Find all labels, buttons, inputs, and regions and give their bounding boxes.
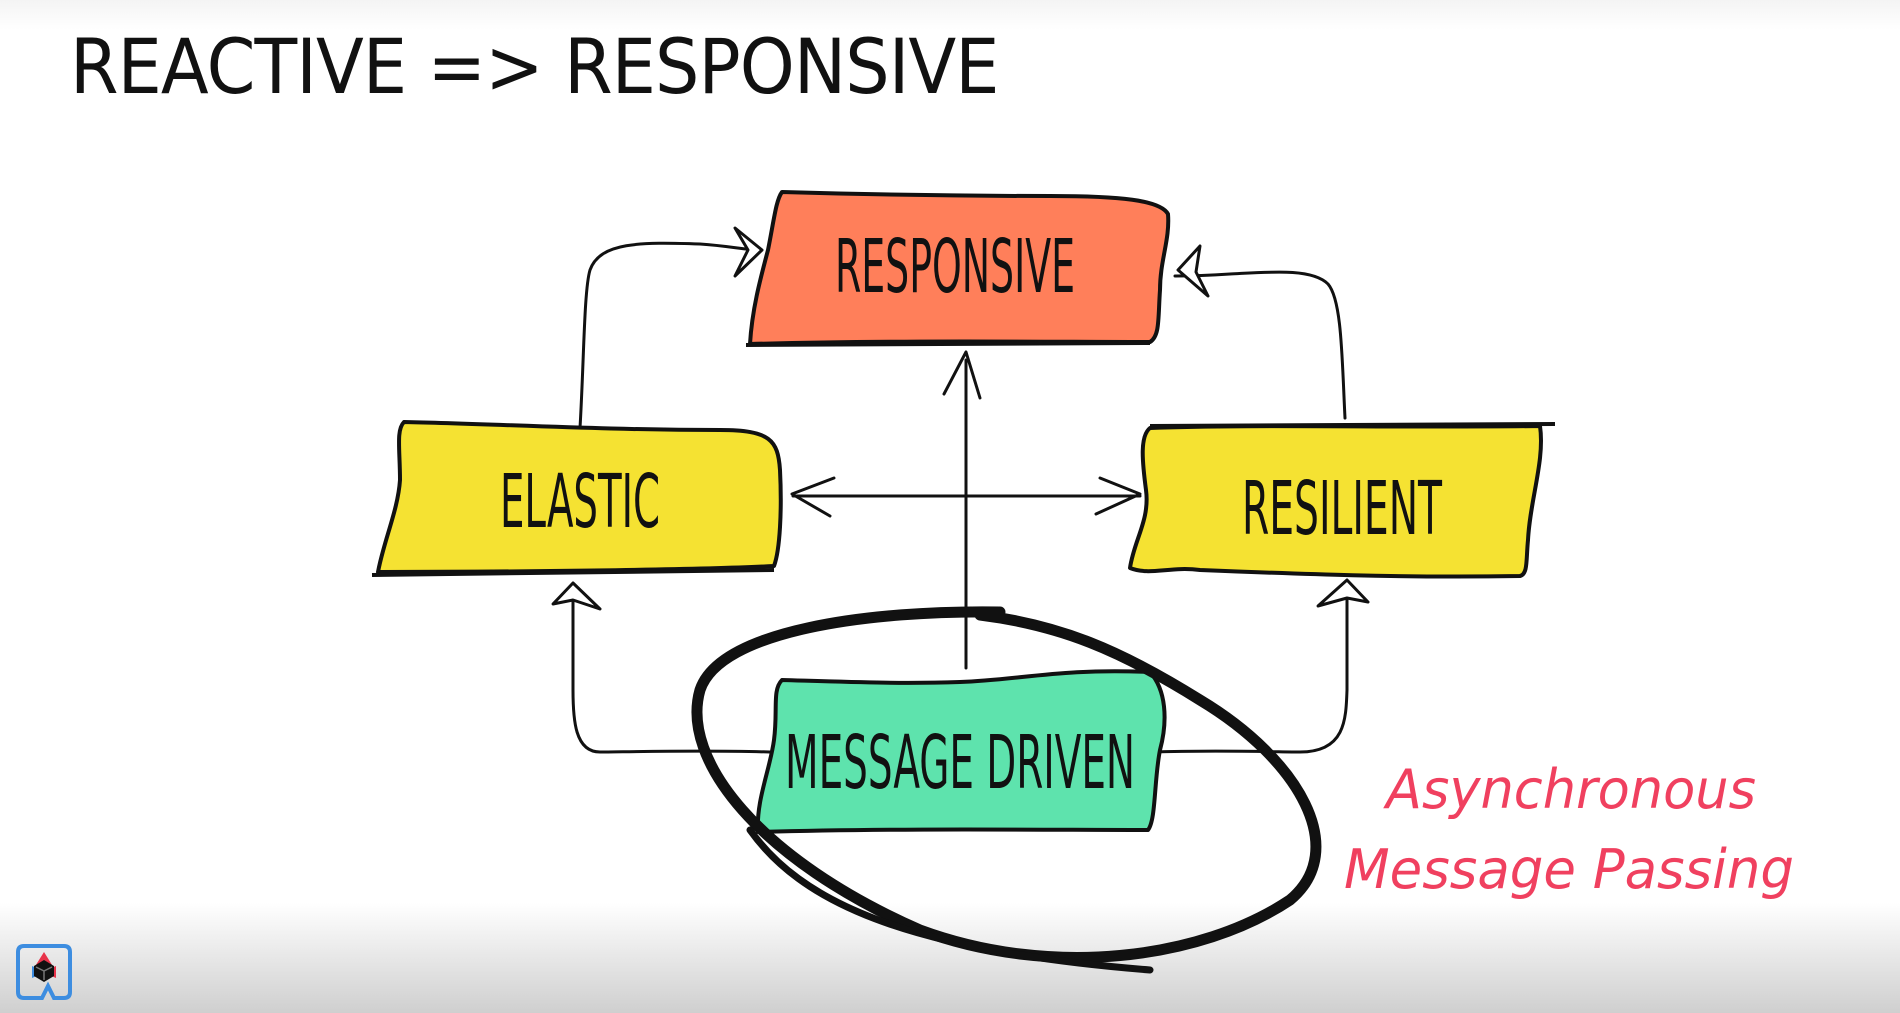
node-elastic-label: ELASTIC bbox=[500, 459, 660, 545]
arrowhead-resilient-responsive bbox=[1176, 244, 1210, 298]
node-responsive: RESPONSIVE bbox=[745, 190, 1171, 347]
annotation: Asynchronous Message Passing bbox=[1344, 758, 1794, 901]
node-message-driven: MESSAGE DRIVEN bbox=[755, 669, 1167, 834]
highlight-circle bbox=[691, 606, 1322, 974]
edge-resilient-responsive bbox=[1173, 270, 1347, 420]
annotation-line2: Message Passing bbox=[1344, 838, 1794, 901]
top-shade bbox=[0, 0, 1900, 30]
edge-message-resilient bbox=[1150, 594, 1349, 754]
arrowhead-message-elastic bbox=[551, 581, 602, 611]
node-message-driven-label: MESSAGE DRIVEN bbox=[785, 720, 1135, 806]
node-elastic: ELASTIC bbox=[371, 420, 783, 577]
arrowhead-message-resilient bbox=[1316, 578, 1370, 608]
node-responsive-label: RESPONSIVE bbox=[835, 224, 1075, 310]
annotation-line1: Asynchronous bbox=[1383, 758, 1756, 821]
node-resilient: RESILIENT bbox=[1128, 422, 1556, 579]
bottom-shade bbox=[0, 903, 1900, 1013]
edge-message-elastic bbox=[571, 598, 772, 754]
app-logo-icon bbox=[14, 942, 74, 1002]
slide-title: REACTIVE => RESPONSIVE bbox=[70, 22, 999, 111]
node-resilient-shape bbox=[1128, 424, 1543, 579]
arrowhead-elastic-responsive bbox=[733, 226, 764, 278]
arrowhead-message-responsive bbox=[942, 350, 982, 400]
arrowhead-elastic-left bbox=[790, 476, 836, 518]
node-elastic-shape bbox=[376, 420, 783, 574]
edge-elastic-responsive bbox=[578, 241, 762, 430]
node-responsive-shape bbox=[748, 190, 1171, 346]
node-resilient-label: RESILIENT bbox=[1242, 466, 1442, 552]
node-message-driven-shape bbox=[755, 669, 1167, 834]
arrowhead-resilient-right bbox=[1094, 476, 1142, 516]
